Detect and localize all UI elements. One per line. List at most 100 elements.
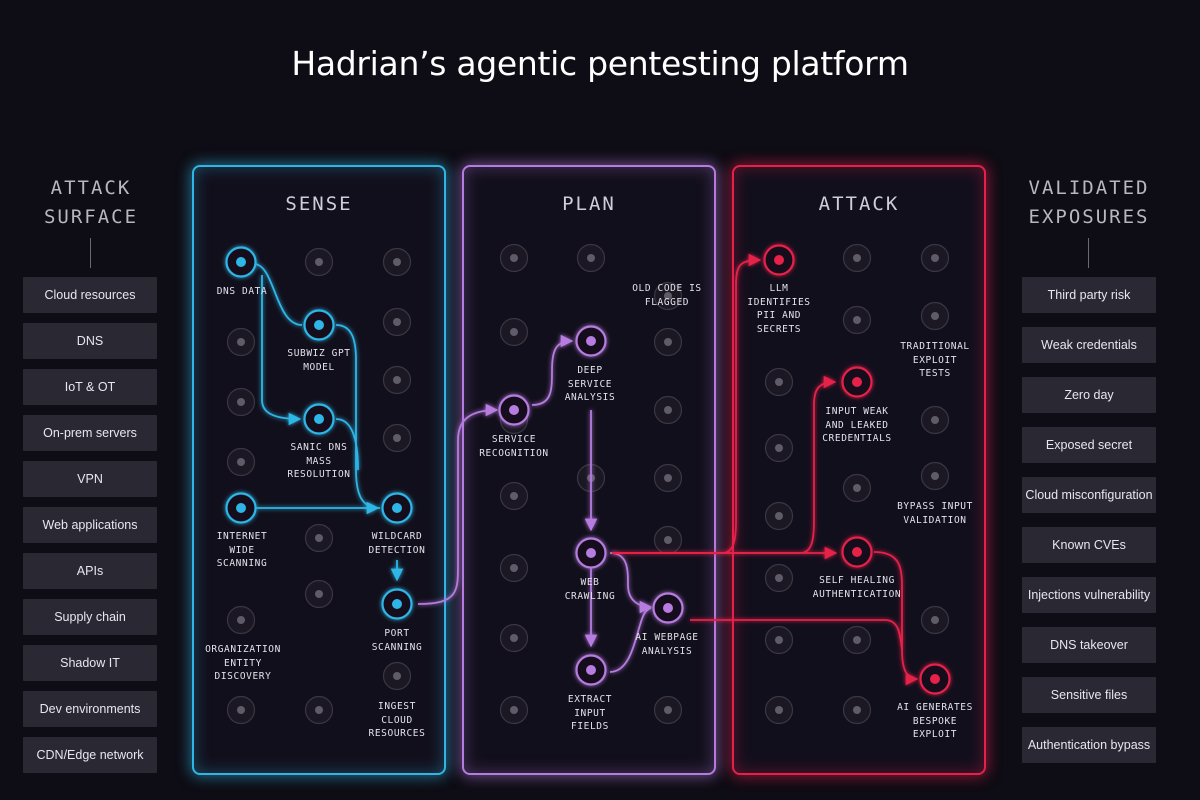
attack-surface-item: Shadow IT (23, 645, 157, 681)
attack-connectors (612, 253, 919, 686)
attack-surface-list: Cloud resources DNS IoT & OT On-prem ser… (23, 277, 157, 773)
grid-dot-center (664, 292, 672, 300)
node-label-ingest: INGEST CLOUD RESOURCES (368, 701, 426, 739)
grid-dot-center (237, 458, 245, 466)
exposure-item: Authentication bypass (1022, 727, 1156, 763)
grid-dot-center (931, 312, 939, 320)
connector-service-to-deep (531, 334, 574, 406)
attack-surface-heading-line1: ATTACK (50, 177, 132, 199)
attack-surface-item: Web applications (23, 507, 157, 543)
node-label-wildcard: WILDCARD DETECTION (368, 531, 426, 556)
grid-dot-center (931, 416, 939, 424)
connector-port-to-service (417, 403, 499, 605)
grid-dot-center (664, 406, 672, 414)
grid-dot-center (510, 634, 518, 642)
node-label-self-heal: SELF HEALING AUTHENTICATION (812, 575, 902, 600)
node-label-bypass: BYPASS INPUT VALIDATION (897, 501, 973, 526)
node-port (381, 588, 413, 620)
node-sanic (303, 403, 335, 435)
grid-dot-center (393, 258, 401, 266)
grid-dot-center (315, 534, 323, 542)
grid-dot-center (931, 254, 939, 262)
node-label-dns-data: DNS DATA (216, 286, 268, 297)
flow-nodes (225, 244, 951, 695)
validated-exposures-list: Third party risk Weak credentials Zero d… (1022, 277, 1156, 763)
node-deep (575, 325, 607, 357)
grid-dot-center (775, 444, 783, 452)
grid-dot-center (510, 706, 518, 714)
node-web (575, 537, 607, 569)
node-label-service: SERVICE RECOGNITION (479, 434, 549, 459)
attack-surface-heading: ATTACK SURFACE (11, 174, 171, 232)
attack-surface-divider (90, 238, 91, 268)
node-label-traditional: TRADITIONAL EXPLOIT TESTS (900, 341, 970, 379)
connector-web-to-inputweak (612, 375, 837, 554)
exposure-item: Sensitive files (1022, 677, 1156, 713)
node-label-extract: EXTRACT INPUT FIELDS (567, 694, 613, 732)
validated-exposures-divider (1088, 238, 1089, 268)
exposure-item: Weak credentials (1022, 327, 1156, 363)
grid-dot-center (853, 316, 861, 324)
plan-panel-title: PLAN (562, 193, 616, 215)
grid-dot-center (775, 512, 783, 520)
grid-dot-center (775, 574, 783, 582)
attack-panel-title: ATTACK (818, 193, 900, 215)
node-ai-gen (919, 663, 951, 695)
grid-dot-center (237, 398, 245, 406)
attack-surface-item: Dev environments (23, 691, 157, 727)
grid-dot-center (315, 590, 323, 598)
plan-connectors (417, 334, 653, 673)
grid-dot-center (315, 706, 323, 714)
grid-dot-center (510, 328, 518, 336)
grid-dot-center (664, 706, 672, 714)
node-wildcard (381, 492, 413, 524)
node-internet (225, 492, 257, 524)
exposure-item: Cloud misconfiguration (1022, 477, 1156, 513)
attack-surface-heading-line2: SURFACE (43, 206, 139, 228)
attack-surface-item: IoT & OT (23, 369, 157, 405)
attack-surface-item: DNS (23, 323, 157, 359)
grid-dot-center (853, 636, 861, 644)
exposure-item: Exposed secret (1022, 427, 1156, 463)
node-llm (763, 244, 795, 276)
grid-dot-center (853, 706, 861, 714)
grid-dot-center (775, 636, 783, 644)
grid-dots (226, 243, 950, 725)
connector-sanic-to-wildcard (335, 418, 359, 471)
connector-dns-to-sanic (261, 275, 302, 426)
grid-dot-center (510, 254, 518, 262)
node-dns-data (225, 246, 257, 278)
grid-dot-center (393, 376, 401, 384)
validated-exposures-heading-line2: EXPOSURES (1028, 206, 1150, 228)
grid-dot-center (393, 672, 401, 680)
exposure-item: Third party risk (1022, 277, 1156, 313)
grid-dot-center (931, 472, 939, 480)
attack-surface-item: APIs (23, 553, 157, 589)
connector-dns-to-subwiz (253, 263, 303, 326)
node-input-weak (841, 366, 873, 398)
attack-surface-item: CDN/Edge network (23, 737, 157, 773)
attack-surface-item: Supply chain (23, 599, 157, 635)
node-label-org: ORGANIZATION ENTITY DISCOVERY (205, 644, 281, 682)
connector-selfheal-to-aigen (873, 551, 919, 686)
grid-dot-center (510, 492, 518, 500)
grid-dot-center (775, 706, 783, 714)
node-label-internet: INTERNET WIDE SCANNING (216, 531, 268, 569)
exposure-item: Injections vulnerability (1022, 577, 1156, 613)
validated-exposures-heading-line1: VALIDATED (1028, 177, 1150, 199)
connector-aiweb-to-aigen (690, 619, 903, 651)
exposure-item: DNS takeover (1022, 627, 1156, 663)
grid-dot-center (237, 616, 245, 624)
node-label-port: PORT SCANNING (371, 628, 423, 653)
page-title: Hadrian’s agentic pentesting platform (291, 44, 909, 83)
grid-dot-center (853, 254, 861, 262)
attack-surface-item: VPN (23, 461, 157, 497)
grid-dot-center (510, 564, 518, 572)
connector-web-to-aiweb-a (609, 552, 653, 614)
exposure-item: Known CVEs (1022, 527, 1156, 563)
grid-dot-center (393, 434, 401, 442)
node-label-ai-web: AI WEBPAGE ANALYSIS (635, 632, 699, 657)
node-label-subwiz: SUBWIZ GPT MODEL (287, 348, 351, 373)
node-label-old-code: OLD CODE IS FLAGGED (632, 283, 702, 308)
